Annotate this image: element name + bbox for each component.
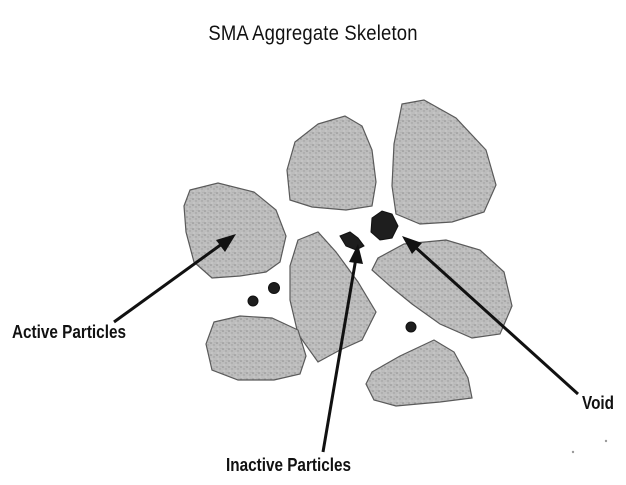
void-upper-large (371, 211, 398, 240)
particle-right-middle (372, 240, 512, 338)
particle-left-large (184, 183, 286, 278)
speck (605, 440, 607, 442)
particle-center (290, 232, 376, 362)
particle-bottom-right (366, 340, 472, 406)
void-label: Void (582, 393, 614, 414)
active-particles-label: Active Particles (12, 322, 126, 343)
particle-top-right (392, 100, 496, 224)
void-left-lower (248, 296, 258, 306)
particle-bottom-left (206, 316, 306, 380)
void-upper-small (340, 232, 364, 250)
particle-top-center (287, 116, 376, 210)
void-right (406, 322, 416, 332)
speck (572, 451, 574, 453)
void-left-upper (269, 283, 280, 294)
inactive-particles-label: Inactive Particles (226, 455, 351, 476)
